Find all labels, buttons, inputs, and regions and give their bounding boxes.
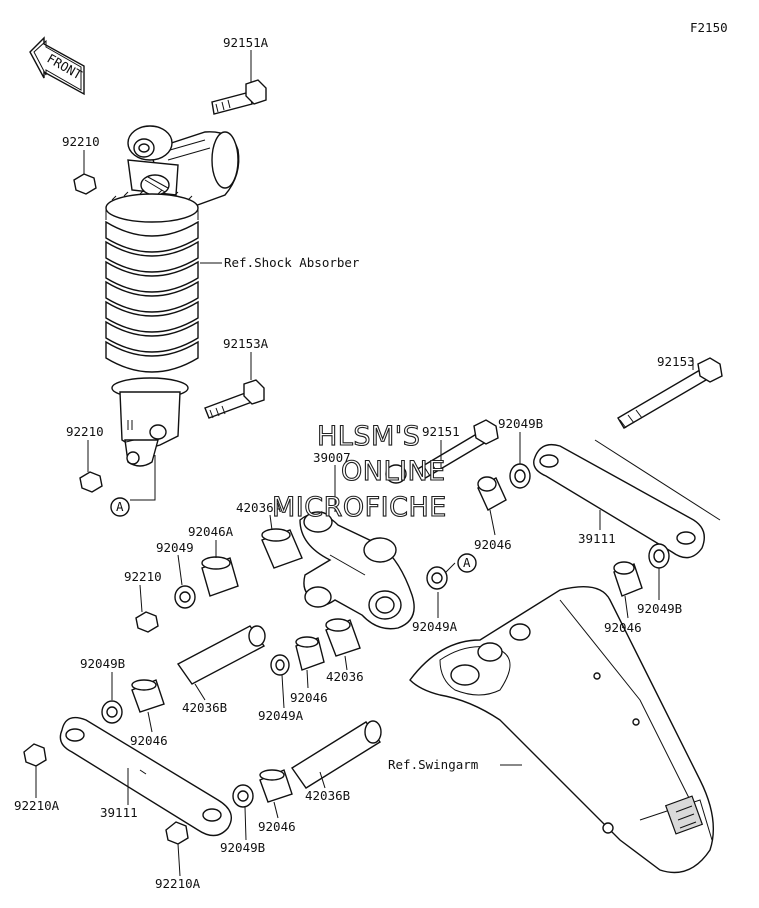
nut-92210-mid xyxy=(79,471,103,493)
ref-a-left-text: A xyxy=(116,499,124,514)
callout-ref-swingarm: Ref.Swingarm xyxy=(388,757,478,772)
seal-rocker-top xyxy=(385,464,407,484)
callout-92151a: 92151A xyxy=(223,35,269,50)
callout-ref-shock-absorber: Ref.Shock Absorber xyxy=(224,255,360,270)
bolt-92153 xyxy=(617,357,723,429)
callout-42036a: 42036A xyxy=(236,500,282,515)
bolt-92151a xyxy=(211,79,267,115)
nut-92210-top xyxy=(73,173,97,195)
bearing-92046a xyxy=(201,556,239,597)
bearing-92046-right-upper xyxy=(477,476,507,511)
callout-92046-mid: 92046 xyxy=(474,537,512,552)
tie-rod-39111-left xyxy=(59,716,232,837)
callout-92046a: 92046A xyxy=(188,524,234,539)
collar-92049 xyxy=(174,585,196,609)
callout-92210-top: 92210 xyxy=(62,134,100,149)
callout-92210-lower: 92210 xyxy=(124,569,162,584)
rocker-arm-39007 xyxy=(299,511,415,630)
callout-92046-lower: 92046 xyxy=(258,819,296,834)
swingarm xyxy=(409,586,715,874)
callout-39111-left: 39111 xyxy=(100,805,138,820)
callout-42036: 42036 xyxy=(326,669,364,684)
tie-rod-39111-right xyxy=(533,443,705,559)
nut-92210a-left xyxy=(23,743,47,767)
callout-92210-mid: 92210 xyxy=(66,424,104,439)
bearing-92046-left xyxy=(131,679,165,713)
bolt-92151 xyxy=(415,419,499,481)
collar-92049b-left xyxy=(101,700,123,724)
callout-92046-right: 92046 xyxy=(604,620,642,635)
sleeve-42036a xyxy=(261,528,303,569)
callout-39111-right: 39111 xyxy=(578,531,616,546)
watermark-line-2: ONLINE xyxy=(341,456,446,487)
collar-92049a-center xyxy=(270,654,290,676)
watermark: HLSM'S ONLINE MICROFICHE xyxy=(271,420,447,523)
figure-code: F2150 xyxy=(690,20,728,35)
ref-a-circle-left: A xyxy=(110,497,130,517)
shock-absorber xyxy=(105,125,240,467)
sleeve-42036b-lower xyxy=(291,720,382,789)
callout-42036b-lower: 42036B xyxy=(305,788,350,803)
callout-92151: 92151 xyxy=(422,424,460,439)
callout-92049a-center: 92049A xyxy=(258,708,304,723)
ref-a-right-text: A xyxy=(463,555,471,570)
bearing-92046-lower xyxy=(259,769,293,803)
sleeve-42036 xyxy=(325,618,361,657)
collar-92049b-lower xyxy=(232,784,254,808)
callout-92049b-left: 92049B xyxy=(80,656,125,671)
nut-92210-lower xyxy=(135,611,159,633)
callout-92210a-left: 92210A xyxy=(14,798,60,813)
nut-92210a-lower xyxy=(165,821,189,845)
callout-92046-center: 92046 xyxy=(290,690,328,705)
callout-42036b-upper: 42036B xyxy=(182,700,227,715)
callout-92153a: 92153A xyxy=(223,336,269,351)
callout-92049b-right: 92049B xyxy=(637,601,682,616)
bearing-92046-center xyxy=(295,636,325,671)
front-arrow-icon: FRONT xyxy=(29,36,85,96)
callout-92210a-lower: 92210A xyxy=(155,876,201,891)
watermark-line-1: HLSM'S xyxy=(317,421,420,452)
leader-lines xyxy=(35,50,721,877)
callout-92049b-lower: 92049B xyxy=(220,840,265,855)
watermark-line-3: MICROFICHE xyxy=(272,492,447,523)
callout-92049: 92049 xyxy=(156,540,194,555)
bolt-92153a xyxy=(204,379,265,419)
callout-39007: 39007 xyxy=(313,450,351,465)
collar-92049b-right xyxy=(648,543,670,569)
callout-92049a-mid: 92049A xyxy=(412,619,458,634)
collar-92049a-mid xyxy=(426,566,448,590)
ref-a-circle-right: A xyxy=(457,553,477,573)
callout-92046-left: 92046 xyxy=(130,733,168,748)
sleeve-42036b-upper xyxy=(176,625,266,685)
bearing-92046-right xyxy=(613,561,643,597)
callout-92049b-top: 92049B xyxy=(498,416,543,431)
collar-92049b-top xyxy=(509,463,531,489)
callout-92153: 92153 xyxy=(657,354,695,369)
